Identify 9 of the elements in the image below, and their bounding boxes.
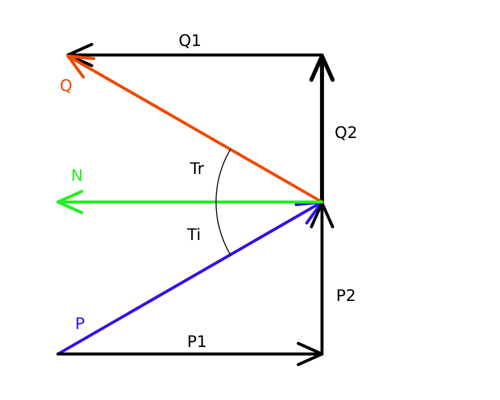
- vector-label: Q: [60, 77, 72, 95]
- vector-label: Q2: [334, 124, 358, 142]
- vector-label: Ti: [187, 226, 201, 244]
- vector-label: Q1: [178, 32, 202, 50]
- vector-label: P: [75, 315, 85, 333]
- vector-label: Tr: [190, 160, 204, 178]
- vector-label: N: [71, 167, 83, 185]
- vector-label: P1: [187, 333, 207, 351]
- vector-label: P2: [336, 287, 356, 305]
